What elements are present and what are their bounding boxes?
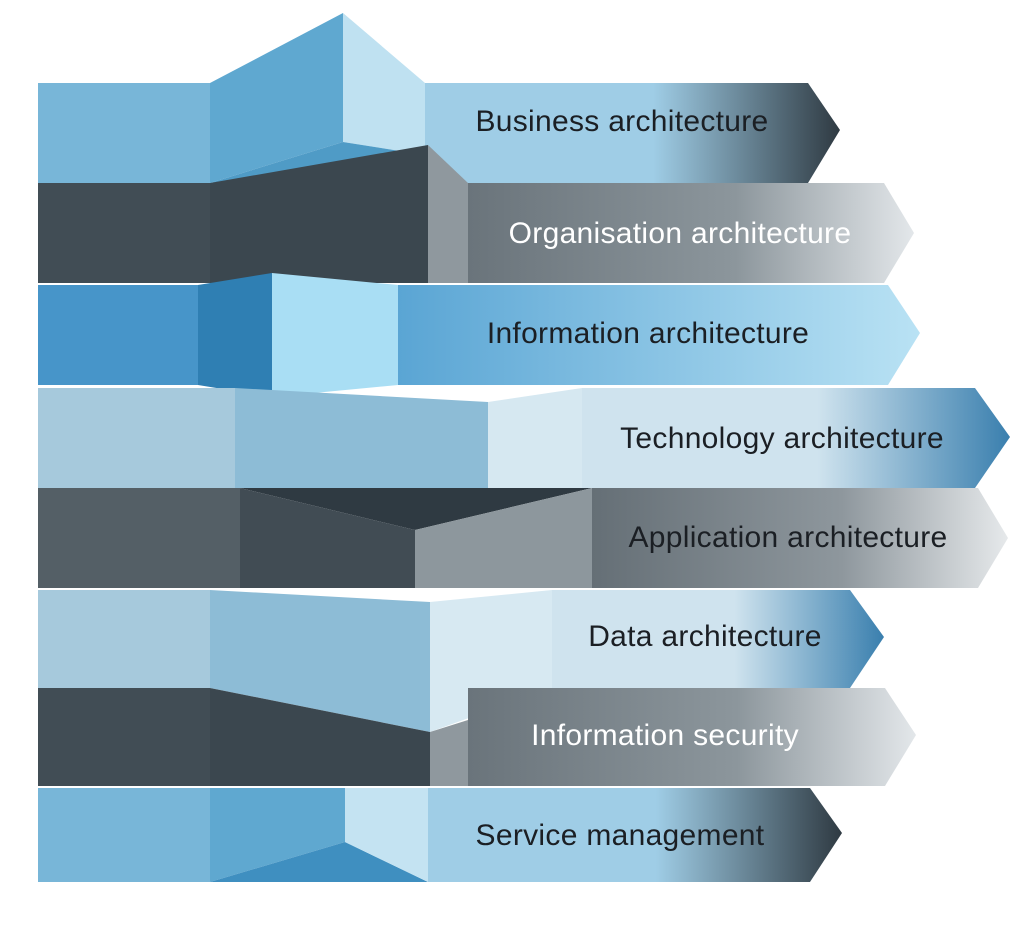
layer-fold bbox=[198, 273, 272, 397]
layer-service-management: Service management bbox=[38, 788, 842, 882]
layer-label: Business architecture bbox=[475, 105, 768, 138]
layer-fold bbox=[240, 488, 415, 588]
layer-label: Technology architecture bbox=[620, 422, 944, 455]
layer-block bbox=[38, 788, 210, 882]
layer-fold-light bbox=[343, 13, 425, 155]
arrow-band bbox=[582, 388, 1010, 488]
layer-label: Application architecture bbox=[628, 521, 947, 554]
layer-fold bbox=[235, 388, 488, 488]
layer-fold-light bbox=[488, 388, 582, 488]
layer-fold-light bbox=[428, 145, 468, 283]
layer-fold bbox=[210, 788, 345, 882]
layer-label: Information security bbox=[531, 719, 799, 752]
layer-technology-architecture: Technology architecture bbox=[38, 388, 1010, 488]
layer-fold-light bbox=[430, 720, 468, 786]
arrow-band bbox=[468, 183, 914, 283]
layer-fold bbox=[210, 590, 430, 732]
layer-block bbox=[38, 590, 210, 688]
layer-label: Service management bbox=[476, 819, 765, 852]
layer-label: Data architecture bbox=[588, 620, 822, 653]
layer-fold-light bbox=[345, 788, 428, 882]
layer-block bbox=[38, 488, 240, 588]
layer-organisation-architecture: Organisation architecture bbox=[38, 145, 914, 283]
arrow-band bbox=[592, 488, 1008, 588]
layer-fold bbox=[210, 688, 430, 786]
layer-label: Organisation architecture bbox=[509, 217, 852, 250]
arrow-band bbox=[468, 688, 916, 786]
layer-fold-light bbox=[415, 488, 592, 588]
arrow-band bbox=[398, 285, 920, 385]
layer-fold-shadow bbox=[240, 488, 592, 530]
arrow-band bbox=[552, 590, 884, 688]
layer-fold-shadow bbox=[210, 842, 428, 882]
layer-fold-light bbox=[272, 273, 398, 397]
layer-fold bbox=[210, 145, 428, 283]
layer-block bbox=[38, 83, 210, 183]
layer-block bbox=[38, 688, 210, 786]
layer-label: Information architecture bbox=[487, 317, 809, 350]
layer-data-architecture: Data architecture bbox=[38, 590, 884, 732]
layer-information-security: Information security bbox=[38, 688, 916, 786]
layer-information-architecture: Information architecture bbox=[38, 273, 920, 397]
arrow-band bbox=[428, 788, 842, 882]
layer-block bbox=[38, 388, 235, 488]
layer-fold bbox=[210, 13, 343, 183]
arrow-band bbox=[425, 83, 840, 183]
layer-block bbox=[38, 183, 210, 283]
layer-block bbox=[38, 285, 198, 385]
layer-business-architecture: Business architecture bbox=[38, 13, 840, 183]
layer-application-architecture: Application architecture bbox=[38, 488, 1008, 588]
